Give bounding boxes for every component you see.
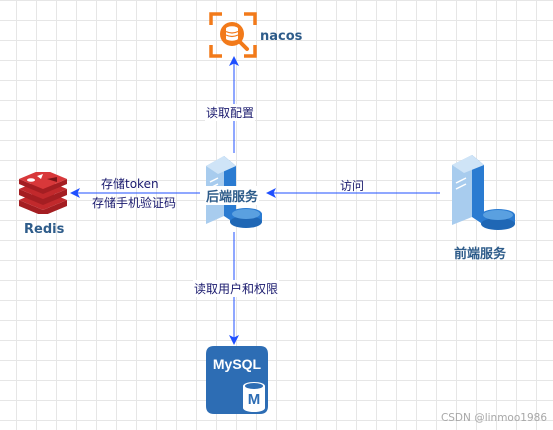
redis-label: Redis	[24, 222, 65, 237]
frontend-label: 前端服务	[454, 247, 507, 262]
read-users-permissions-label: 读取用户和权限	[193, 280, 280, 297]
mysql-db-icon: MySQL M	[206, 346, 268, 414]
nacos-label: nacos	[260, 29, 303, 44]
store-sms-code-label: 存储手机验证码	[92, 196, 177, 210]
backend-label: 后端服务	[205, 186, 260, 205]
watermark: CSDN @linmoo1986	[440, 412, 547, 424]
redis-logo-icon	[19, 172, 67, 214]
visit-label: 访问	[340, 179, 365, 193]
store-token-label: 存储token	[101, 177, 159, 191]
read-config-label: 读取配置	[205, 104, 256, 121]
nacos-logo-icon	[209, 12, 257, 58]
frontend-server-icon	[452, 155, 515, 230]
mysql-m-letter: M	[247, 391, 261, 408]
mysql-label: MySQL	[212, 356, 262, 372]
